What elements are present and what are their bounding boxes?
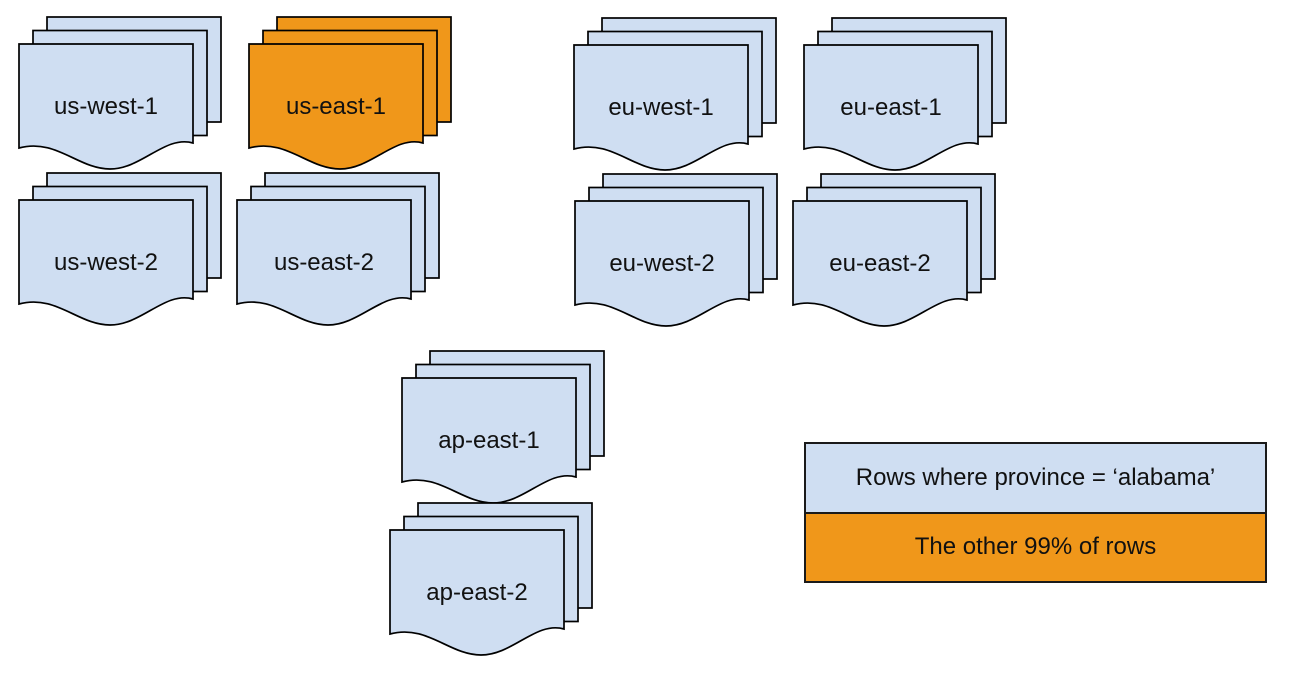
region-label: ap-east-1 <box>438 427 539 454</box>
region-label: eu-west-1 <box>608 94 713 121</box>
document-stack-shape <box>803 17 1007 171</box>
document-stack-shape <box>18 172 222 326</box>
document-stack-shape <box>236 172 440 326</box>
document-stack-shape <box>792 173 996 327</box>
front-document <box>389 529 565 656</box>
legend-label-alabama-rows: Rows where province = ‘alabama’ <box>855 463 1216 491</box>
region-label: ap-east-2 <box>426 579 527 606</box>
front-document <box>18 43 194 170</box>
region-label: us-west-1 <box>54 93 158 120</box>
region-stack-us-east-2: us-east-2 <box>236 172 442 330</box>
front-document <box>18 199 194 326</box>
document-stack-shape <box>574 173 778 327</box>
region-stack-eu-east-2: eu-east-2 <box>792 173 998 331</box>
region-label: us-west-2 <box>54 249 158 276</box>
region-stack-eu-west-1: eu-west-1 <box>573 17 779 175</box>
front-document <box>792 200 968 327</box>
region-stack-us-west-2: us-west-2 <box>18 172 224 330</box>
region-stack-us-east-1: us-east-1 <box>248 16 454 174</box>
legend: Rows where province = ‘alabama’ The othe… <box>804 442 1267 583</box>
region-stack-eu-east-1: eu-east-1 <box>803 17 1009 175</box>
region-stack-eu-west-2: eu-west-2 <box>574 173 780 331</box>
region-label: us-east-1 <box>286 93 386 120</box>
front-document <box>574 200 750 327</box>
front-document <box>803 44 979 171</box>
region-stack-ap-east-2: ap-east-2 <box>389 502 595 660</box>
document-stack-shape <box>401 350 605 504</box>
region-stack-ap-east-1: ap-east-1 <box>401 350 607 508</box>
document-stack-shape <box>18 16 222 170</box>
legend-label-other-rows: The other 99% of rows <box>914 533 1157 561</box>
region-label: eu-east-1 <box>840 94 941 121</box>
region-label: eu-west-2 <box>609 250 714 277</box>
legend-row-other-rows: The other 99% of rows <box>806 511 1265 581</box>
document-stack-shape <box>248 16 452 170</box>
region-label: eu-east-2 <box>829 250 930 277</box>
region-label: us-east-2 <box>274 249 374 276</box>
front-document <box>236 199 412 326</box>
document-stack-shape <box>389 502 593 656</box>
region-stack-us-west-1: us-west-1 <box>18 16 224 174</box>
front-document <box>573 44 749 171</box>
front-document <box>248 43 424 170</box>
legend-row-alabama-rows: Rows where province = ‘alabama’ <box>806 444 1265 512</box>
document-stack-shape <box>573 17 777 171</box>
